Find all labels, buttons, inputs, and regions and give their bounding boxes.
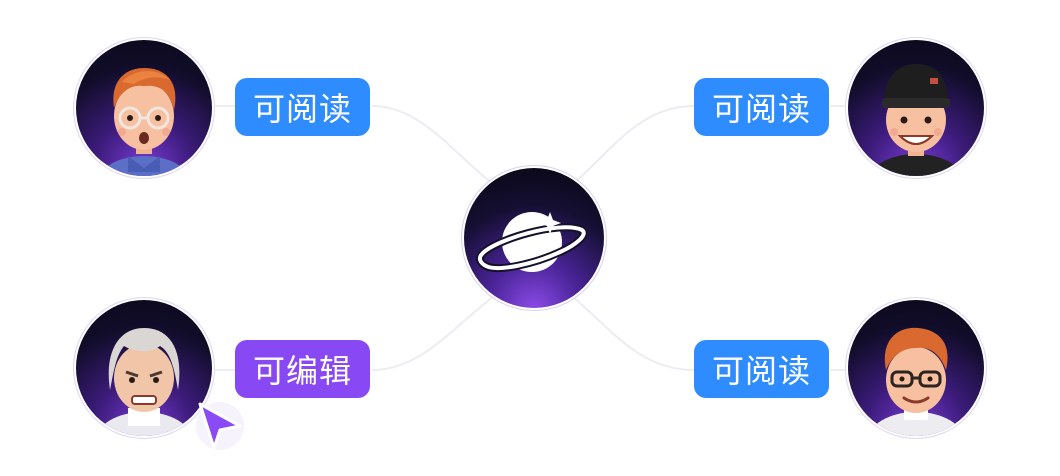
planet-icon [475, 212, 588, 273]
user-avatar-icon [869, 64, 963, 176]
permission-label: 可阅读 [252, 90, 352, 128]
avatar-user-1[interactable] [76, 40, 212, 176]
hub-node[interactable] [464, 168, 604, 308]
permission-label: 可阅读 [711, 90, 811, 128]
cursor-pointer-icon [196, 402, 244, 450]
user-avatar-icon [99, 68, 189, 176]
avatar-user-2[interactable] [848, 40, 984, 176]
permission-badge-bottom-right[interactable]: 可阅读 [694, 340, 829, 398]
user-avatar-icon [868, 327, 964, 436]
connector-top-right [571, 105, 695, 186]
connector-bottom-right [571, 295, 695, 371]
permission-badge-top-right[interactable]: 可阅读 [694, 78, 829, 136]
connector-top-left [371, 105, 495, 186]
user-avatar-icon [96, 328, 192, 436]
avatar-user-3[interactable] [76, 300, 212, 436]
permission-label: 可编辑 [252, 352, 352, 390]
avatar-user-4[interactable] [848, 300, 984, 436]
connector-bottom-left [371, 295, 495, 371]
permission-label: 可阅读 [711, 352, 811, 390]
permission-badge-bottom-left[interactable]: 可编辑 [235, 340, 370, 398]
permission-badge-top-left[interactable]: 可阅读 [235, 78, 370, 136]
